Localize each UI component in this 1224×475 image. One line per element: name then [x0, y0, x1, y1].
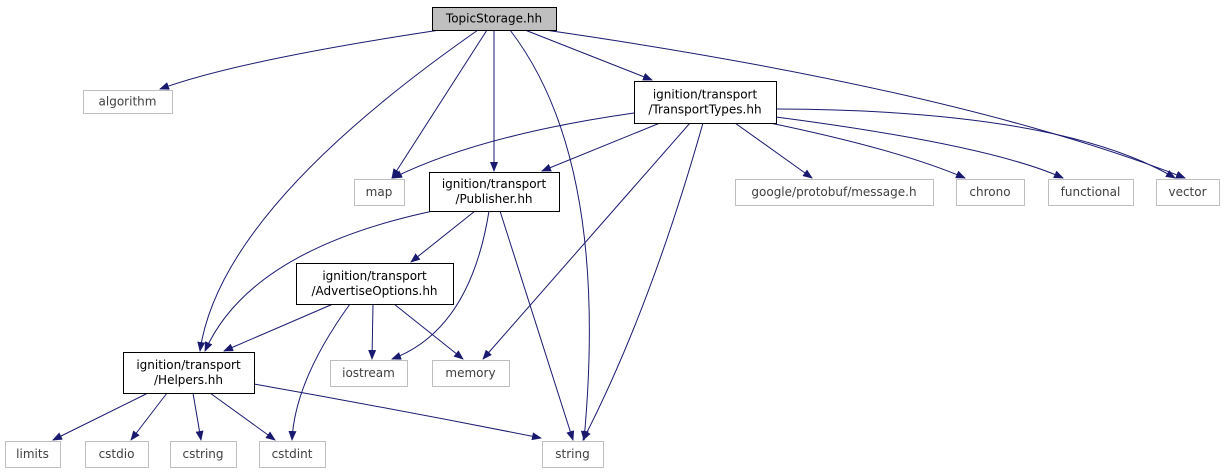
node-memory: memory [432, 360, 510, 387]
node-box-helpers [123, 352, 255, 394]
edge-transporttypes-to-string [582, 122, 704, 441]
edge-transporttypes-to-chrono [769, 122, 966, 179]
edge-transporttypes-to-publisher [541, 122, 661, 172]
edge-topicstorage-to-helpers [197, 29, 479, 352]
node-functional: functional [1048, 179, 1134, 206]
node-label-cstring-line-0: cstring [182, 447, 223, 461]
node-string: string [542, 441, 604, 468]
node-vector: vector [1156, 179, 1220, 206]
node-cstdint: cstdint [259, 441, 326, 468]
node-limits: limits [5, 441, 61, 468]
node-box-map [354, 179, 405, 206]
node-advertiseoptions[interactable]: ignition/transport/AdvertiseOptions.hh [296, 263, 454, 305]
node-label-vector-line-0: vector [1168, 185, 1206, 199]
node-label-helpers-line-1: /Helpers.hh [154, 373, 223, 387]
node-map: map [354, 179, 405, 206]
edge-helpers-to-cstring [192, 392, 204, 441]
node-cstdio: cstdio [85, 441, 149, 468]
node-helpers[interactable]: ignition/transport/Helpers.hh [123, 352, 255, 394]
edge-publisher-to-iostream [391, 210, 490, 360]
edge-transporttypes-to-functional [775, 116, 1064, 179]
edge-topicstorage-to-string [509, 29, 590, 441]
node-label-limits-line-0: limits [16, 447, 49, 461]
node-label-functional-line-0: functional [1061, 185, 1121, 199]
edge-topicstorage-to-map [391, 29, 488, 179]
node-label-cstdint-line-0: cstdint [272, 447, 313, 461]
edge-advertiseoptions-to-cstdint [288, 303, 351, 441]
node-box-vector [1156, 179, 1220, 206]
node-box-memory [432, 360, 510, 387]
node-label-string-line-0: string [555, 447, 589, 461]
edge-transporttypes-to-map [392, 112, 635, 179]
edges-layer [52, 29, 1186, 441]
node-box-limits [5, 441, 61, 468]
node-algorithm: algorithm [83, 90, 173, 114]
node-box-cstring [170, 441, 237, 468]
nodes-layer: TopicStorage.hh algorithm ignition/transpo… [5, 7, 1220, 468]
edge-helpers-to-cstdio [130, 392, 168, 441]
edge-helpers-to-limits [52, 392, 149, 441]
node-box-chrono [956, 179, 1025, 206]
node-protobuf: google/protobuf/message.h [735, 179, 934, 206]
edge-transporttypes-to-vector [775, 108, 1176, 179]
node-label-transporttypes-line-1: /TransportTypes.hh [648, 103, 761, 117]
node-box-algorithm [83, 90, 173, 114]
node-label-cstdio-line-0: cstdio [99, 447, 135, 461]
node-label-advertiseoptions-line-0: ignition/transport [322, 269, 427, 283]
node-label-protobuf-line-0: google/protobuf/message.h [751, 185, 916, 199]
node-box-cstdint [259, 441, 326, 468]
edge-transporttypes-to-protobuf [734, 122, 813, 179]
node-box-protobuf [735, 179, 934, 206]
edge-transporttypes-to-memory [482, 122, 691, 360]
node-box-topicstorage [432, 7, 557, 31]
node-label-topicstorage-line-0: TopicStorage.hh [445, 12, 542, 26]
node-cstring: cstring [170, 441, 237, 468]
node-label-transporttypes-line-0: ignition/transport [653, 88, 758, 102]
edge-topicstorage-to-vector [544, 29, 1186, 179]
node-topicstorage[interactable]: TopicStorage.hh [432, 7, 557, 31]
node-label-publisher-line-1: /Publisher.hh [455, 192, 532, 206]
node-label-advertiseoptions-line-1: /AdvertiseOptions.hh [311, 284, 437, 298]
node-box-cstdio [85, 441, 149, 468]
node-label-memory-line-0: memory [445, 366, 495, 380]
node-publisher[interactable]: ignition/transport/Publisher.hh [429, 172, 560, 212]
node-box-iostream [330, 360, 408, 387]
edge-topicstorage-to-algorithm [159, 29, 441, 90]
node-transporttypes[interactable]: ignition/transport/TransportTypes.hh [634, 81, 777, 124]
edge-publisher-to-advertiseoptions [410, 210, 476, 263]
edge-advertiseoptions-to-iostream [368, 303, 377, 360]
node-box-functional [1048, 179, 1134, 206]
node-box-publisher [429, 172, 560, 212]
node-box-transporttypes [634, 81, 777, 124]
edge-advertiseoptions-to-memory [393, 303, 464, 360]
edge-helpers-to-cstdint [209, 392, 276, 441]
node-iostream: iostream [330, 360, 408, 387]
edge-publisher-to-string [499, 210, 575, 441]
node-label-publisher-line-0: ignition/transport [442, 177, 547, 191]
node-label-iostream-line-0: iostream [342, 366, 395, 380]
node-box-advertiseoptions [296, 263, 454, 305]
node-chrono: chrono [956, 179, 1025, 206]
edge-helpers-to-string [253, 383, 542, 441]
node-box-string [542, 441, 604, 468]
edge-advertiseoptions-to-helpers [223, 303, 334, 352]
node-label-chrono-line-0: chrono [969, 185, 1010, 199]
node-label-helpers-line-0: ignition/transport [136, 358, 241, 372]
node-label-algorithm-line-0: algorithm [99, 95, 157, 109]
node-label-map-line-0: map [366, 185, 393, 199]
edge-topicstorage-to-transporttypes [524, 29, 653, 81]
edge-publisher-to-helpers [204, 210, 434, 352]
